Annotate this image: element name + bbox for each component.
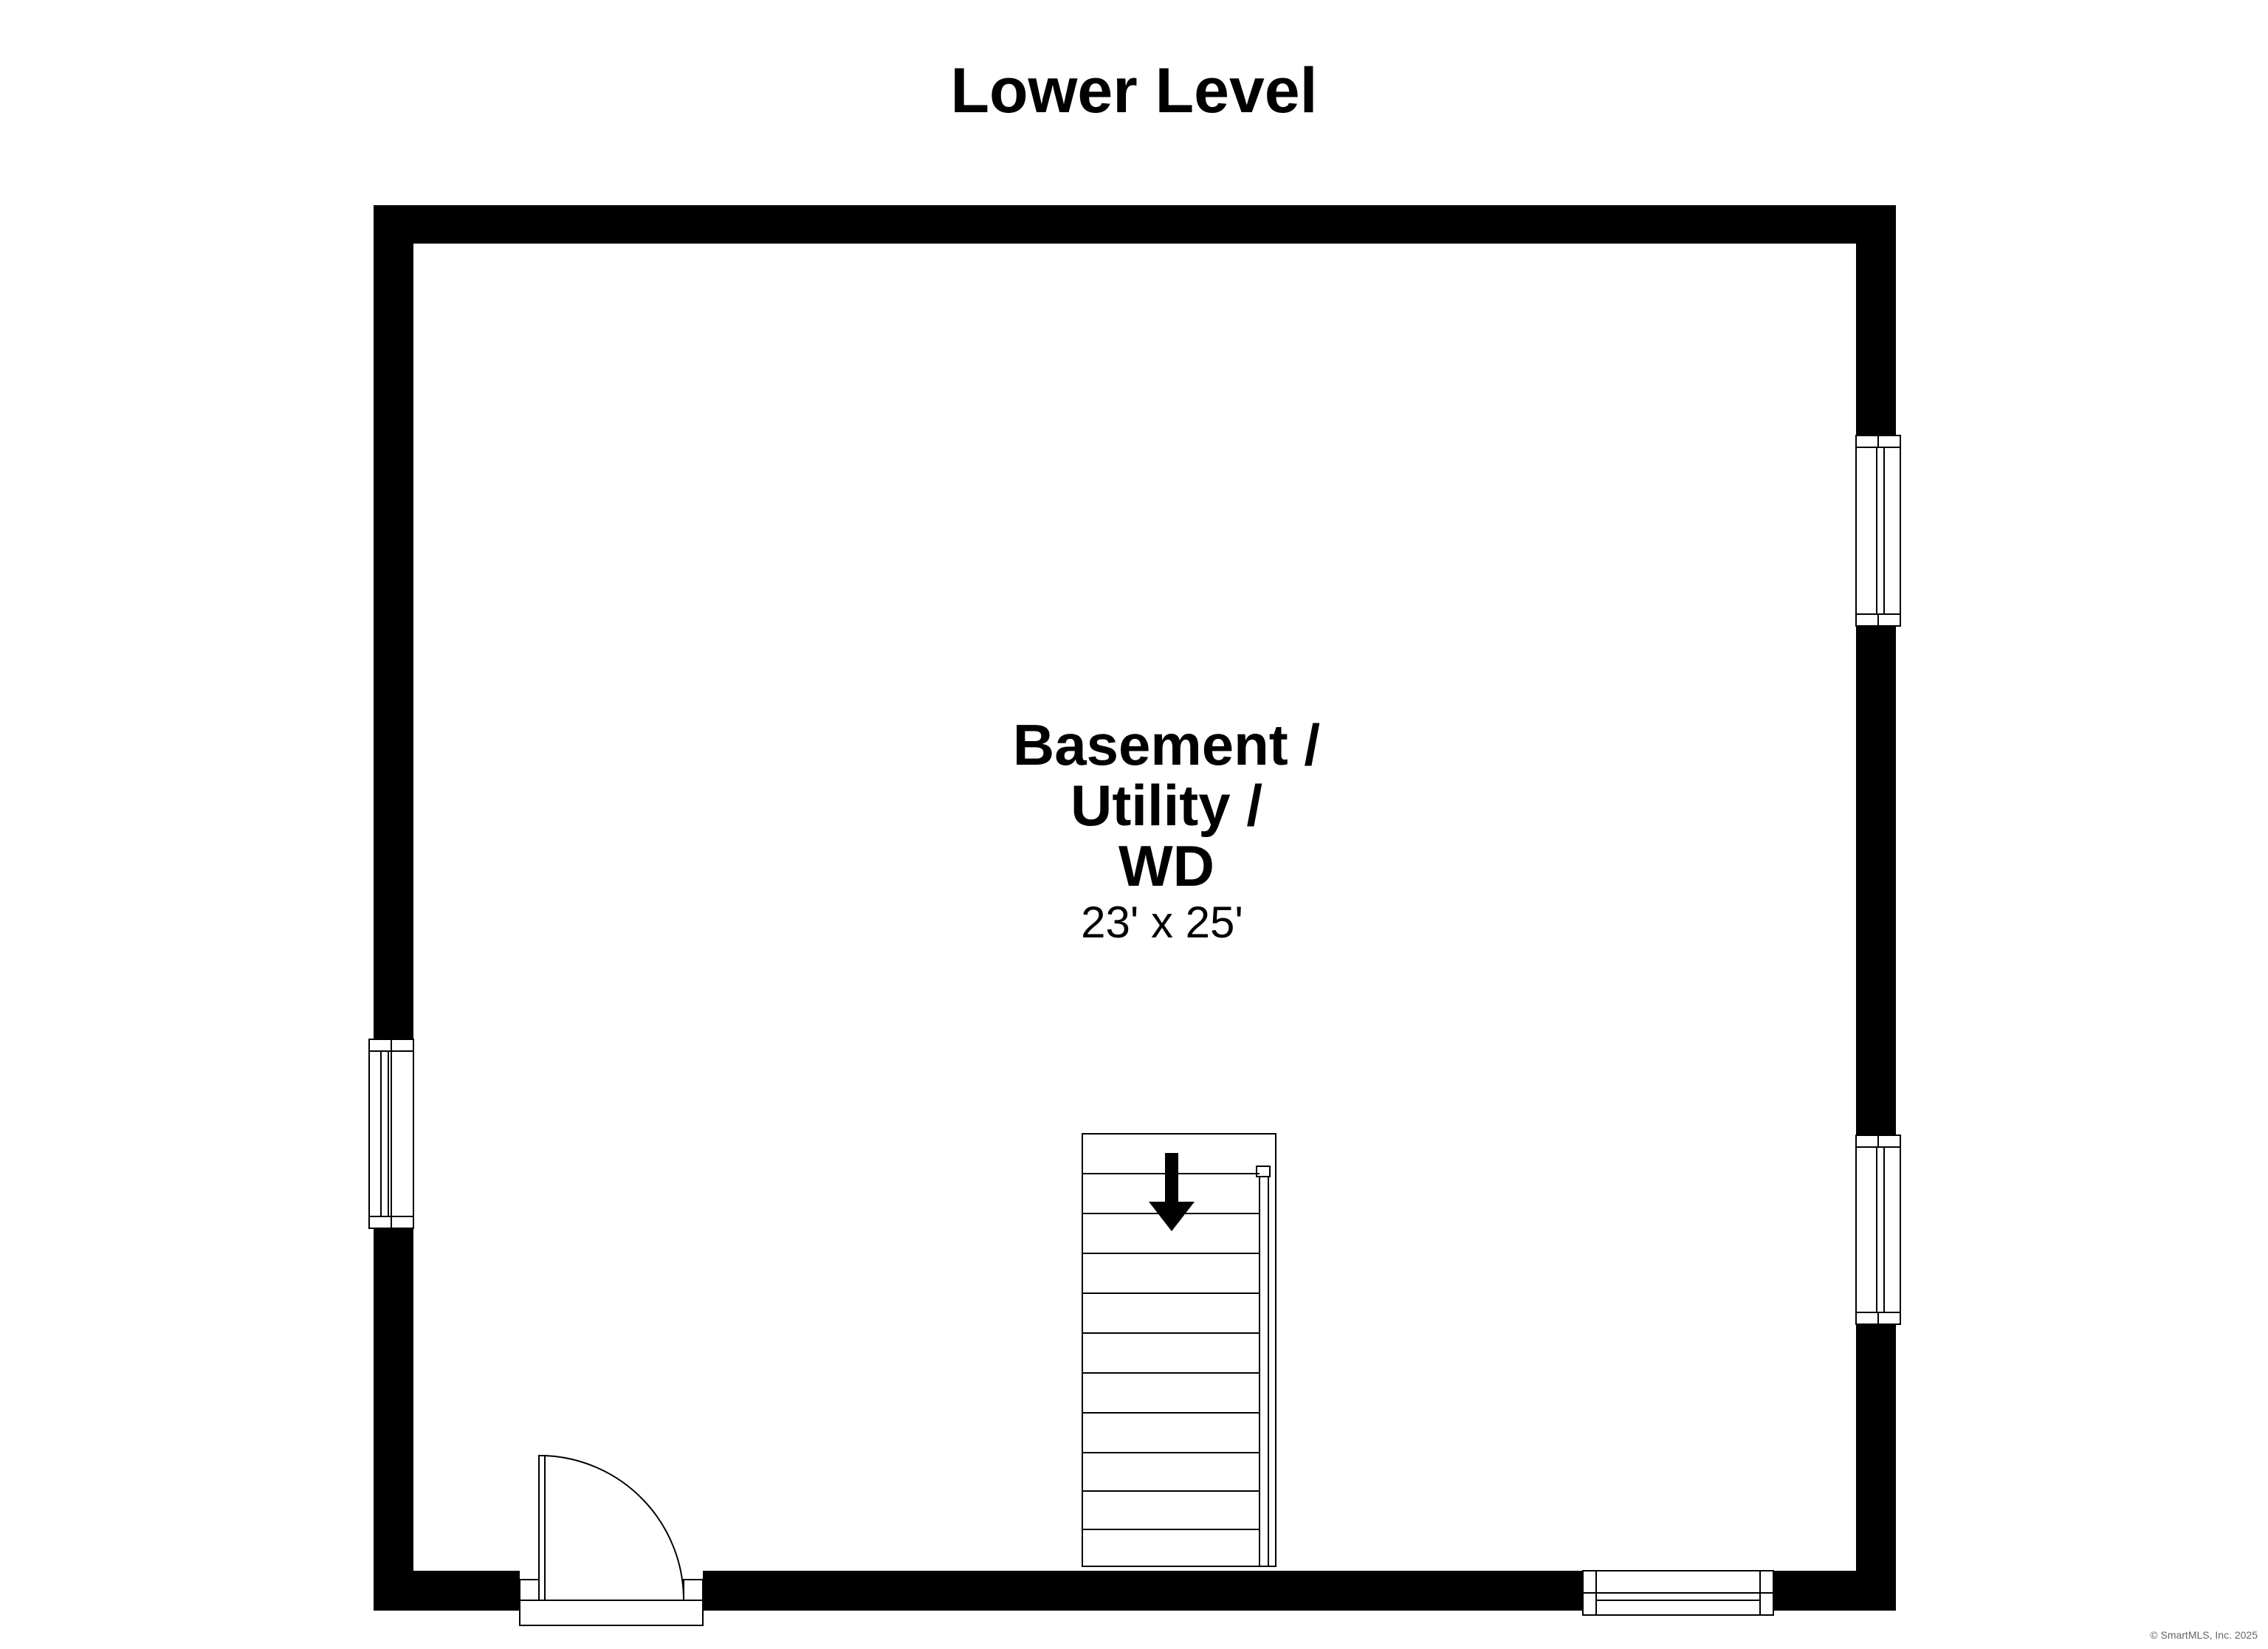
door-bottom-left <box>519 1455 704 1626</box>
window-bottom <box>1582 1570 1774 1616</box>
stair-newel <box>1256 1166 1271 1177</box>
copyright-notice: © SmartMLS, Inc. 2025 <box>2150 1629 2258 1641</box>
arrow-down-icon <box>1149 1153 1195 1231</box>
window-right-lower <box>1855 1135 1901 1325</box>
room-name-line-1: Basement / <box>1013 712 1320 777</box>
floor-title: Lower Level <box>950 55 1317 126</box>
wall-left <box>374 205 413 1611</box>
room-name-line-2: Utility / <box>1071 773 1262 838</box>
room-name-line-3: WD <box>1118 833 1214 898</box>
stair-treads <box>1082 1173 1260 1530</box>
room-label: Basement / Utility / WD 23' x 25' <box>1013 712 1320 947</box>
stair-outline <box>1082 1133 1276 1567</box>
door-leaf <box>538 1455 546 1601</box>
wall-right <box>1856 205 1896 1611</box>
window-left <box>368 1039 414 1229</box>
staircase <box>1082 1133 1276 1567</box>
window-right-upper <box>1855 435 1901 627</box>
room-dimensions: 23' x 25' <box>1081 898 1243 947</box>
door-swing-arc <box>544 1455 685 1601</box>
wall-top <box>374 205 1896 244</box>
